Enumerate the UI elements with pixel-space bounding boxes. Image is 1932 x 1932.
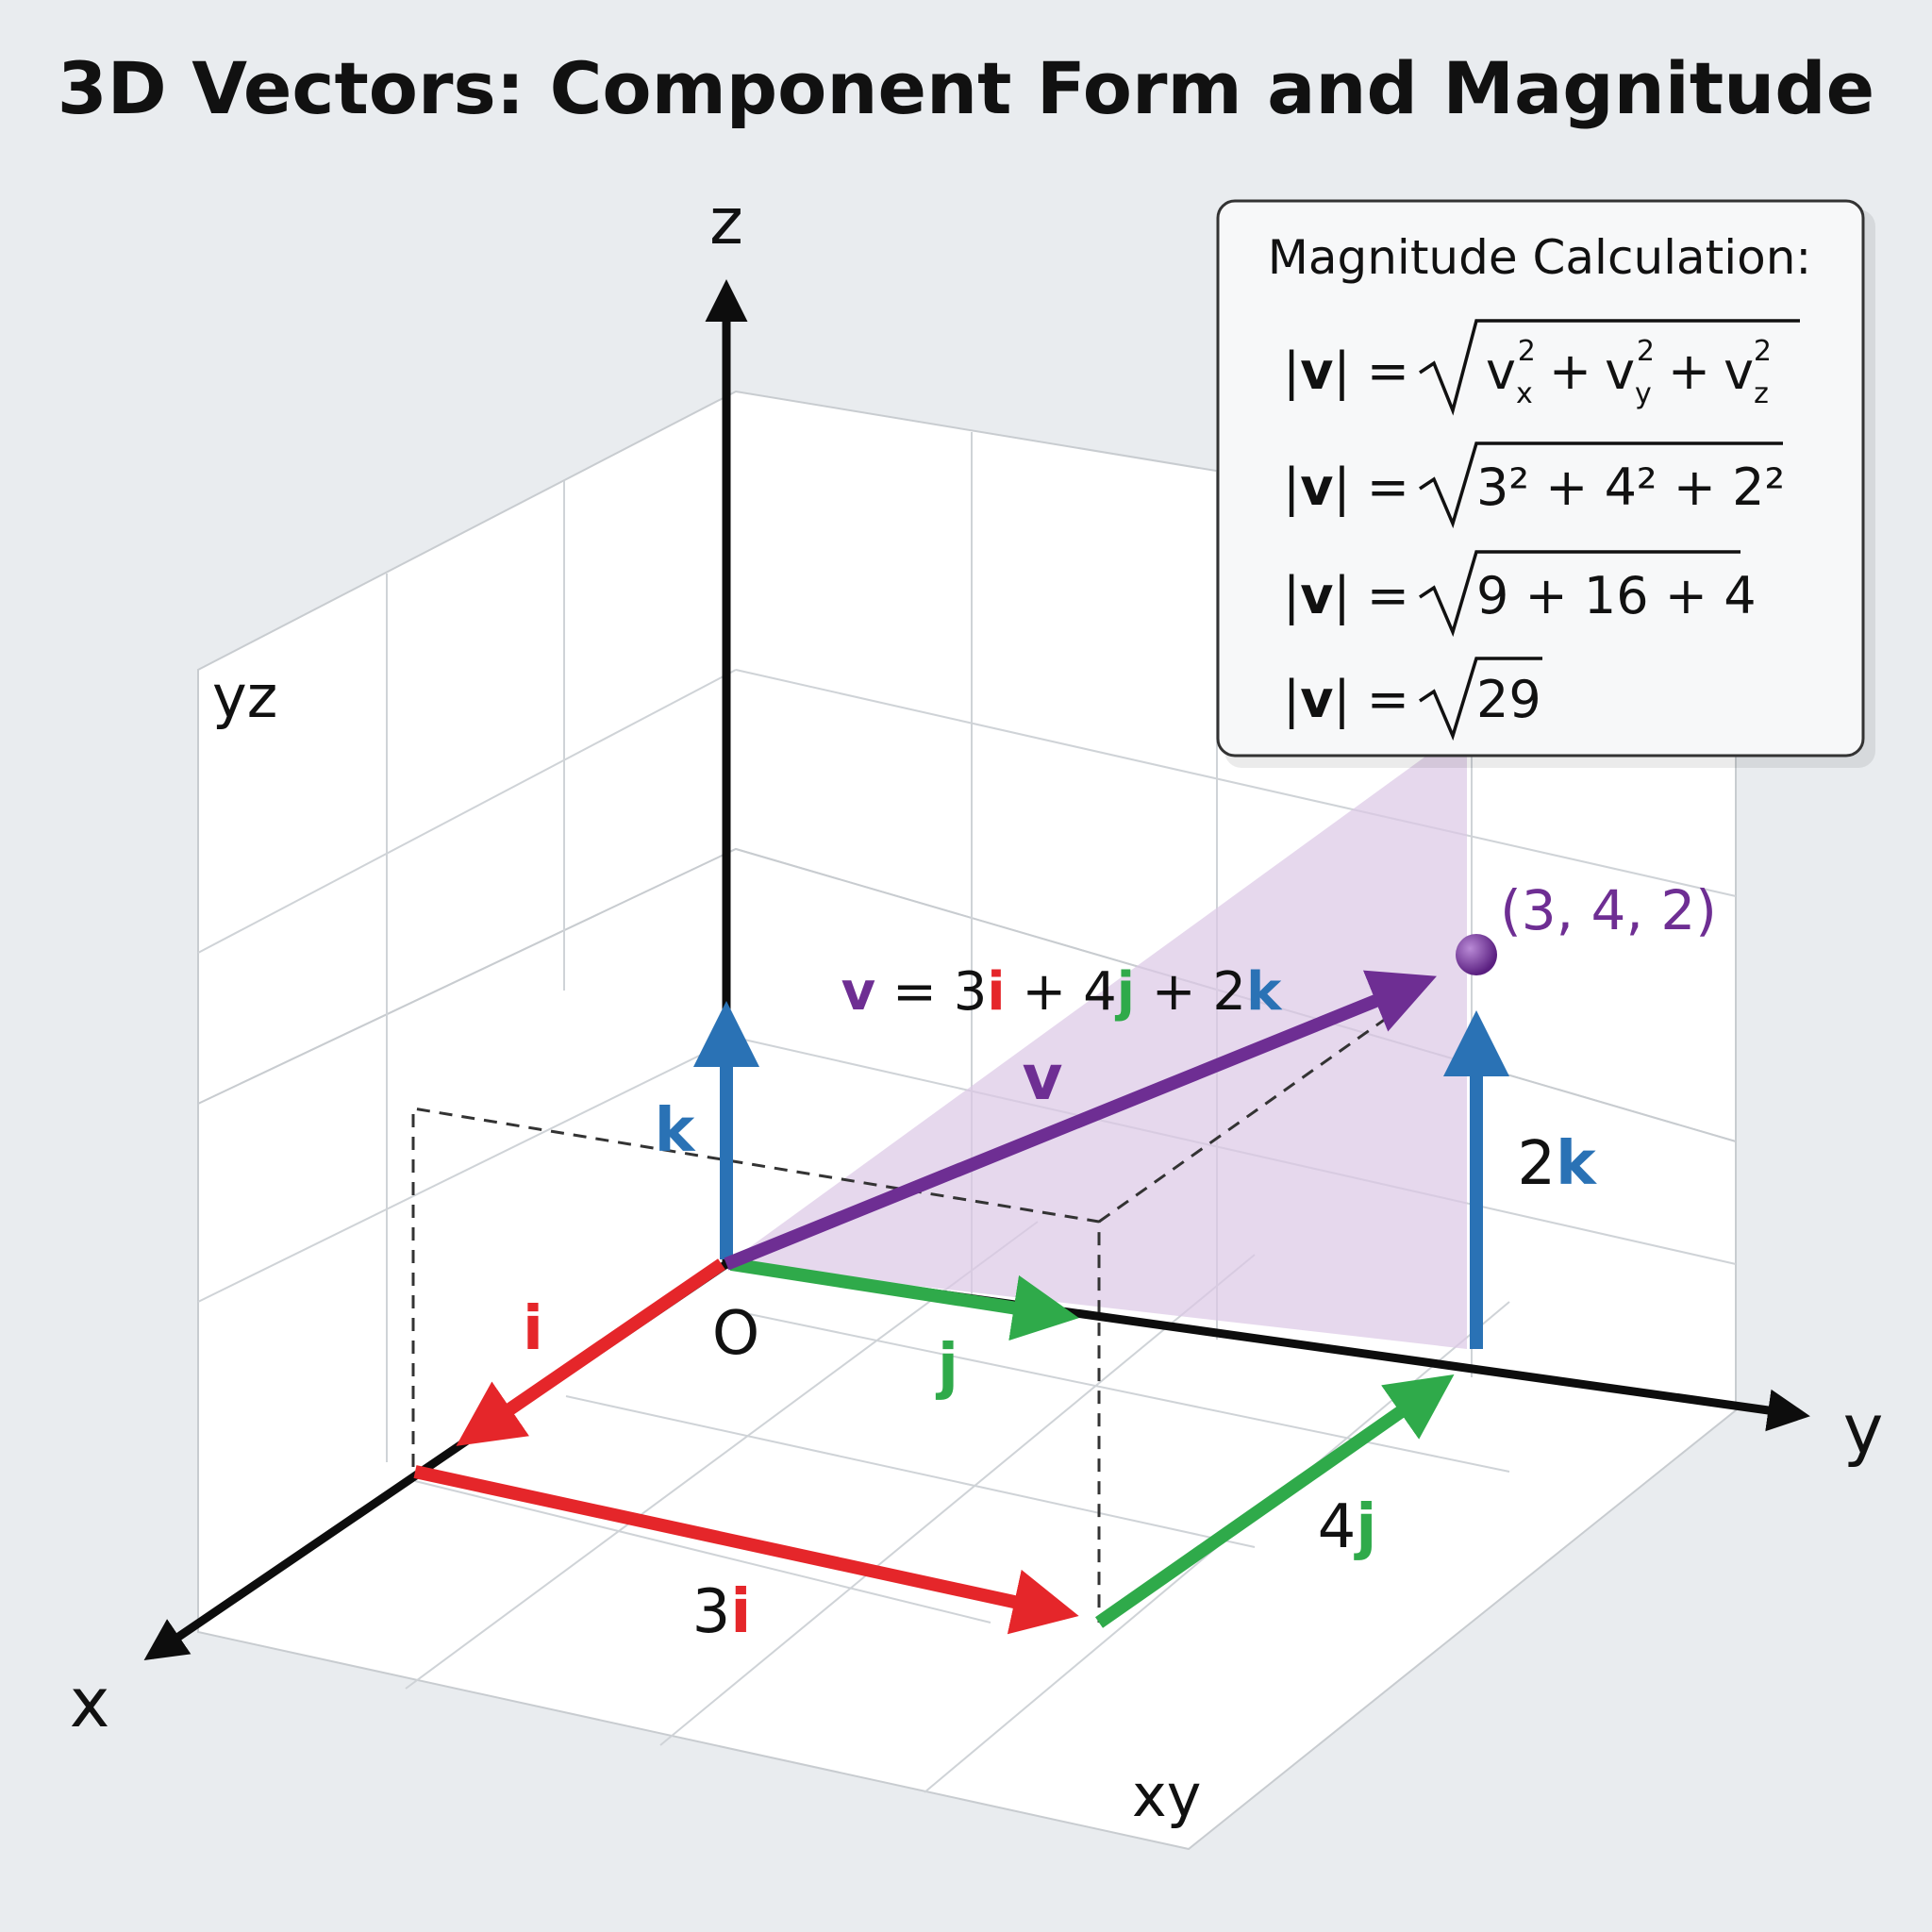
sqrt-line3	[1419, 550, 1740, 638]
mag-line4-expr: 29	[1476, 670, 1541, 729]
sqrt-line2	[1419, 441, 1783, 529]
origin-label: O	[712, 1299, 759, 1369]
magnitude-box: Magnitude Calculation: |v| = vx2+vy2+vz2…	[1216, 199, 1875, 768]
eq-part3: + 2	[1135, 961, 1246, 1023]
label-2k: 2k	[1517, 1129, 1597, 1199]
sqrt-line4	[1419, 657, 1542, 741]
eq-v: v	[841, 961, 876, 1023]
sqrt-line1	[1419, 319, 1800, 416]
dashed-projection-lines	[411, 1003, 1407, 1623]
mag-line2-expr: 3² + 4² + 2²	[1476, 458, 1785, 517]
eq-k: k	[1246, 961, 1283, 1023]
mag-line4-lhs: |v| =	[1283, 670, 1409, 729]
k-label: k	[655, 1096, 696, 1166]
label-4j: 4j	[1318, 1492, 1377, 1562]
page-title: 3D Vectors: Component Form and Magnitude	[58, 46, 1874, 130]
yz-plane-label: yz	[212, 662, 277, 731]
label-2k-unit: k	[1556, 1129, 1597, 1199]
v-label: v	[1022, 1041, 1062, 1114]
eq-part1: = 3	[875, 961, 987, 1023]
j-label: j	[935, 1332, 958, 1402]
label-3i-unit: i	[730, 1577, 751, 1647]
mag-line3-lhs: |v| =	[1283, 566, 1409, 625]
eq-j: j	[1115, 961, 1135, 1023]
label-3i: 3i	[692, 1577, 752, 1647]
vector-3i	[413, 1465, 1079, 1635]
i-label: i	[523, 1294, 543, 1364]
xy-plane-label: xy	[1132, 1761, 1201, 1830]
eq-part2: + 4	[1006, 961, 1117, 1023]
label-2k-coef: 2	[1517, 1129, 1556, 1199]
mag-line1-lhs: |v| =	[1283, 341, 1409, 401]
vector-equation: v = 3i + 4j + 2k	[841, 961, 1283, 1023]
x-axis-label: x	[70, 1663, 110, 1742]
z-axis-label: z	[709, 185, 743, 259]
vector-v	[724, 970, 1437, 1271]
mag-line1-expr: vx2+vy2+vz2	[1486, 335, 1772, 410]
unit-vector-j	[729, 1257, 1079, 1341]
point-label: (3, 4, 2)	[1500, 878, 1717, 942]
y-axis-label: y	[1843, 1390, 1884, 1469]
label-3i-coef: 3	[692, 1577, 731, 1647]
label-4j-unit: j	[1353, 1492, 1376, 1562]
label-4j-coef: 4	[1318, 1492, 1357, 1562]
magnitude-title: Magnitude Calculation:	[1268, 230, 1812, 285]
unit-vector-i	[456, 1258, 725, 1446]
point-marker	[1456, 934, 1497, 975]
eq-i: i	[987, 961, 1005, 1023]
vector-4j	[1094, 1374, 1455, 1628]
mag-line2-lhs: |v| =	[1283, 458, 1409, 517]
mag-line3-expr: 9 + 16 + 4	[1476, 566, 1757, 625]
